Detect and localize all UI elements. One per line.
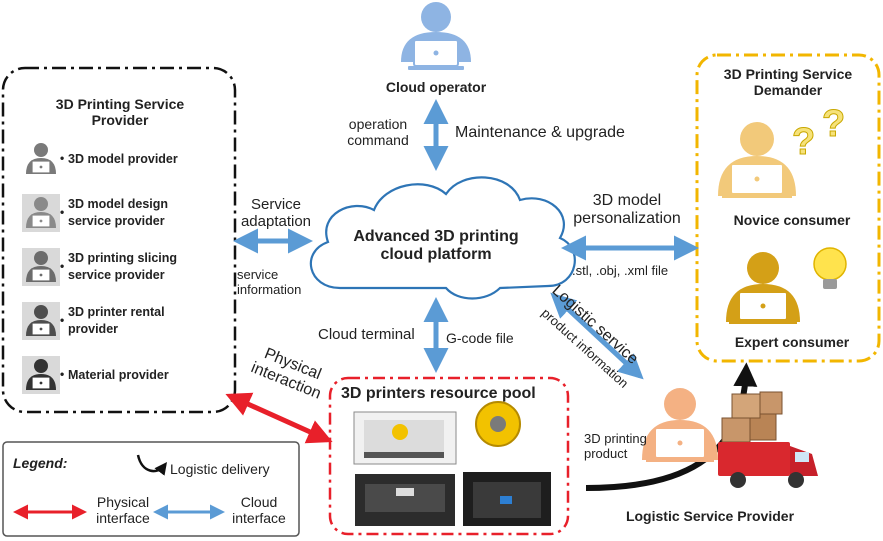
light-bulb-icon [813,247,847,289]
provider-title: 3D Printing Service Provider [26,96,214,128]
legend-cloud-label: Cloud interface [224,494,294,526]
model-personalization-label: 3D model personalization [568,192,686,229]
provider-item-label: 3D printer rental provider [68,304,165,338]
cloud-logistic-arrow [550,292,644,380]
printed-product-line1: 3D printing [584,431,647,446]
provider-item-label-line: service provider [68,267,165,282]
maintenance-label: Maintenance & upgrade [455,124,625,141]
model-personalization-line2: personalization [573,210,681,228]
operation-command-label: operation command [336,116,420,148]
platform-line1: Advanced 3D printing [353,228,519,245]
logistic-provider-icon [642,388,718,462]
demander-title-line2: Demander [753,82,823,99]
person-laptop-icon [22,140,60,178]
service-adaptation-line2: adaptation [240,213,312,231]
legend-physical-line1: Physical [96,494,150,510]
platform-line2: cloud platform [380,246,492,264]
cloud-platform-shape [309,176,576,300]
expert-consumer-label: Expert consumer [734,334,850,350]
resource-pool-box [328,376,570,536]
question-mark-icon: ? [822,103,845,145]
delivery-truck-icon [718,391,818,488]
physical-interaction-arrow [225,392,333,444]
provider-item-label-line: service provider [68,213,165,228]
service-adaptation-line1: Service [250,196,302,213]
demander-title: 3D Printing Service Demander [704,66,872,98]
printed-product-line2: product [584,445,628,461]
service-information-line2: information [237,281,302,297]
provider-item-label: 3D printing slicing service provider [68,250,177,284]
provider-item-label-line: Material provider [68,368,169,382]
service-information-label: service information [237,267,302,298]
provider-item: •3D printer rental provider [22,300,222,342]
provider-item-label: Material provider [68,367,169,384]
service-information-line1: service [237,267,279,282]
novice-consumer-icon [718,122,796,198]
provider-item-label-line: 3D printer rental [68,305,165,319]
provider-item-label: 3D model provider [68,151,178,168]
filament-spool-photo [475,401,521,447]
legend-physical-label: Physical interface [86,494,160,526]
printed-product-label: 3D printing product [584,431,647,462]
demander-title-line1: 3D Printing Service [723,66,853,82]
expert-consumer-icon [726,252,800,324]
legend-delivery-icon [136,454,168,476]
model-personalization-line1: 3D model [592,192,662,209]
novice-consumer-label: Novice consumer [733,212,851,228]
provider-item: •3D model provider [22,138,222,180]
question-mark-icon: ? [792,121,815,163]
provider-item-label-line: 3D model provider [68,152,178,166]
logistic-provider-label: Logistic Service Provider [625,508,795,524]
provider-item-label: 3D model design service provider [68,196,168,230]
provider-item-label-line: 3D printing slicing [68,251,178,265]
platform-label: Advanced 3D printing cloud platform [330,228,542,265]
legend-cloud-line2: interface [232,510,286,527]
resource-pool-label: 3D printers resource pool [341,385,536,402]
gcode-label: G-code file [446,330,514,346]
legend-physical-line2: interface [96,510,150,527]
provider-item-label-line: 3D model design [68,197,169,211]
bullet-dot-icon: • [60,205,65,219]
printer-photo-1 [353,411,457,465]
legend-cloud-line1: Cloud [240,494,278,510]
operation-command-line1: operation [348,116,408,132]
provider-item: •3D printing slicing service provider [22,246,222,288]
provider-item: •Material provider [22,354,222,396]
printer-photo-2 [355,474,455,526]
legend-title: Legend: [13,455,68,471]
provider-item-label-line: provider [68,321,119,336]
provider-item: •3D model design service provider [22,192,222,234]
printer-photo-3 [463,472,551,526]
person-laptop-icon [22,248,60,286]
legend-delivery-label: Logistic delivery [170,461,270,477]
provider-title-line1: 3D Printing Service [55,96,185,112]
provider-title-line2: Provider [91,112,149,129]
cloud-terminal-label: Cloud terminal [318,326,415,343]
cloud-operator-label: Cloud operator [385,79,487,95]
service-adaptation-label: Service adaptation [228,196,324,231]
person-laptop-icon [22,194,60,232]
cloud-operator-icon [401,2,471,70]
bullet-dot-icon: • [60,367,65,381]
person-laptop-icon [22,302,60,340]
bullet-dot-icon: • [60,313,65,327]
bullet-dot-icon: • [60,151,65,165]
person-laptop-icon [22,356,60,394]
operation-command-line2: command [347,132,409,149]
demander-box [695,53,881,363]
bullet-dot-icon: • [60,259,65,273]
file-types-label: .stl, .obj, .xml file [572,263,669,278]
